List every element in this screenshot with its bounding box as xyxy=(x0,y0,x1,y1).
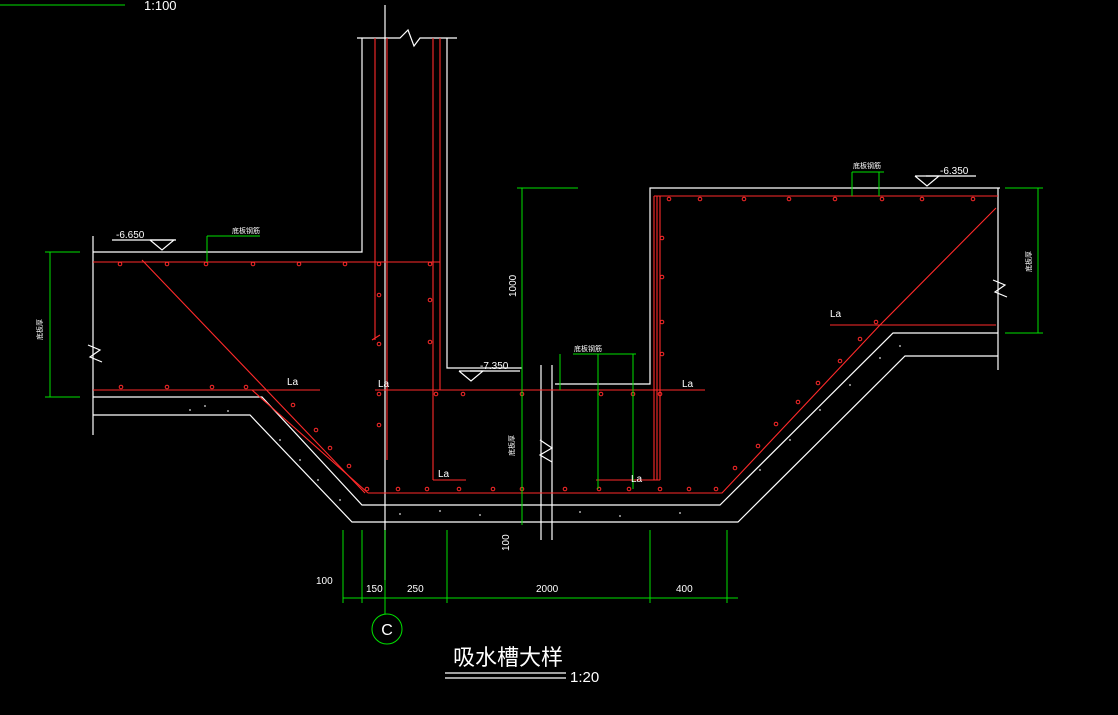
rebar-label-middle: 底板钢筋 xyxy=(574,344,602,353)
header-scale: 1:100 xyxy=(0,0,177,13)
anchor-label-6: La xyxy=(631,474,643,485)
dim-bottom-100: 100 xyxy=(316,576,333,587)
rebar-dots xyxy=(117,196,976,492)
thickness-label-middle: 底板厚 xyxy=(507,435,516,456)
anchor-label-5: La xyxy=(438,469,450,480)
header-scale-text: 1:100 xyxy=(144,0,177,13)
dim-bottom-400: 400 xyxy=(676,584,693,595)
concrete-outline xyxy=(87,5,1008,580)
concrete-hatch xyxy=(189,345,901,517)
drawing-title: 吸水槽大样 xyxy=(453,646,563,671)
anchor-label-3: La xyxy=(682,379,694,390)
anchor-label-1: La xyxy=(287,377,299,388)
rebar-label-left: 底板钢筋 xyxy=(232,226,260,235)
drawing-title-scale: 1:20 xyxy=(570,669,599,686)
dim-bottom-250: 250 xyxy=(407,584,424,595)
anchor-label-4: La xyxy=(830,309,842,320)
dim-bottom-150: 150 xyxy=(366,584,383,595)
elevation-left: -6.650 xyxy=(116,230,145,241)
axis-label: C xyxy=(381,622,393,639)
dimension-lines xyxy=(45,171,1043,645)
text-labels: -6.650 -6.350 -7.350 底板钢筋 底板钢筋 底板钢筋 底板厚 … xyxy=(35,161,1033,686)
dim-vertical-1000: 1000 xyxy=(508,274,519,297)
dim-bottom-2000: 2000 xyxy=(536,584,559,595)
thickness-label-right: 底板厚 xyxy=(1024,251,1033,272)
rebar-label-right: 底板钢筋 xyxy=(853,161,881,170)
reinforcement xyxy=(93,38,998,494)
elevation-right: -6.350 xyxy=(940,166,969,177)
thickness-label-left: 底板厚 xyxy=(35,319,44,340)
dim-vertical-100: 100 xyxy=(501,534,512,551)
anchor-label-2: La xyxy=(378,379,390,390)
elevation-middle: -7.350 xyxy=(480,361,509,372)
elevation-markers xyxy=(112,175,976,382)
